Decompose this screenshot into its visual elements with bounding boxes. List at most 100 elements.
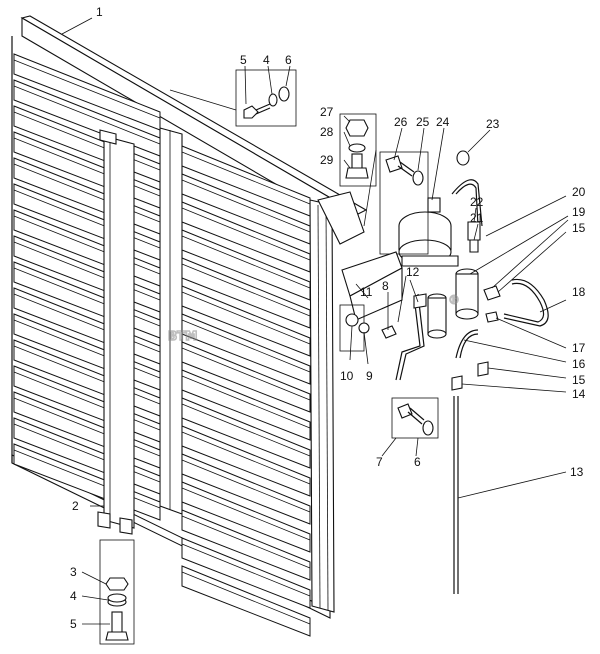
callout-6: 6: [414, 455, 421, 469]
tube-18-fittings: [451, 278, 549, 391]
callout-23: 23: [486, 117, 500, 131]
bolt-set-7-6: [391, 397, 439, 439]
vertical-bar-part-2: [97, 129, 135, 535]
louver-slat-edge: [181, 263, 311, 317]
callout-21: 21: [470, 211, 484, 225]
callout-22: 22: [470, 195, 484, 209]
louver-slat: [181, 369, 311, 441]
louver-slat-edge: [181, 543, 311, 597]
louver-slat-edge: [13, 423, 161, 483]
louver-slat-edge: [181, 235, 311, 289]
callout-7: 7: [376, 455, 383, 469]
louver-slat-edge: [181, 375, 311, 429]
callout-10: 10: [340, 369, 354, 383]
bolt-set-27-29: [339, 113, 377, 227]
watermark: BTM ®: [167, 293, 460, 344]
louver-slat-edge: [181, 347, 311, 401]
louver-slat: [181, 453, 311, 525]
louver-slat: [181, 481, 311, 553]
callout-12: 12: [406, 265, 420, 279]
louver-slat-edge: [13, 163, 161, 223]
callout-labels: 1 2 3 4 5 5 4 6 27 28 29 26 25 24 23 20 …: [70, 5, 586, 631]
louver-slat-edge: [181, 431, 311, 485]
louver-slat-edge: [13, 293, 161, 353]
callout-11: 11: [360, 285, 373, 299]
louver-slat: [181, 173, 311, 245]
louver-slat-edge: [13, 111, 161, 171]
leader-lines: [61, 17, 569, 625]
louver-slat-edge: [181, 207, 311, 261]
louver-slat-edge: [181, 459, 311, 513]
callout-15: 15: [572, 373, 586, 387]
callout-24: 24: [436, 115, 450, 129]
louver-slats-left: [13, 53, 161, 521]
bracket-assembly: [339, 251, 403, 352]
louver-slat-edge: [181, 571, 311, 625]
louver-slat: [181, 537, 311, 609]
louver-slat-edge: [181, 291, 311, 345]
louver-slat: [181, 201, 311, 273]
louver-slats-right: [181, 145, 311, 637]
louver-slat-edge: [13, 59, 161, 119]
louver-slat: [181, 229, 311, 301]
louver-slat-edge: [13, 189, 161, 249]
louver-slat: [181, 509, 311, 581]
louver-slat-edge: [181, 487, 311, 541]
louver-slat: [181, 285, 311, 357]
louver-slat-edge: [13, 241, 161, 301]
louver-slat-edge: [13, 449, 161, 509]
callout-16: 16: [572, 357, 586, 371]
louver-slat: [13, 79, 161, 157]
callout-5: 5: [70, 617, 77, 631]
callout-20: 20: [572, 185, 586, 199]
louver-slat: [181, 257, 311, 329]
callout-14: 14: [572, 387, 586, 401]
louver-slat-edge: [13, 319, 161, 379]
callout-28: 28: [320, 125, 334, 139]
callout-6: 6: [285, 53, 292, 67]
louver-slat-edge: [13, 397, 161, 457]
callout-4: 4: [70, 589, 77, 603]
callout-17: 17: [572, 341, 586, 355]
receiver-canister: [427, 221, 481, 339]
callout-25: 25: [416, 115, 430, 129]
louver-slat: [181, 565, 311, 637]
callout-3: 3: [70, 565, 77, 579]
callout-4: 4: [263, 53, 270, 67]
louver-slat-edge: [181, 151, 311, 205]
pipe-13: [395, 293, 459, 594]
callout-18: 18: [572, 285, 586, 299]
callout-26: 26: [394, 115, 408, 129]
callout-8: 8: [382, 279, 389, 293]
louver-slat: [181, 313, 311, 385]
watermark-text: BTM: [168, 329, 197, 343]
louver-slat-edge: [181, 319, 311, 373]
louver-slat: [181, 145, 311, 217]
louver-slat: [181, 397, 311, 469]
callout-9: 9: [366, 369, 373, 383]
louver-slat-edge: [13, 267, 161, 327]
callout-1: 1: [96, 5, 103, 19]
louver-slat-edge: [181, 179, 311, 233]
callout-27: 27: [320, 105, 334, 119]
callout-5: 5: [240, 53, 247, 67]
regulator-assembly: [379, 150, 483, 267]
louver-slat: [181, 425, 311, 497]
callout-13: 13: [570, 465, 584, 479]
louver-slat-edge: [13, 215, 161, 275]
callout-29: 29: [320, 153, 334, 167]
louver-slat-edge: [13, 137, 161, 197]
louver-slat: [181, 341, 311, 413]
watermark-mark: ®: [448, 293, 460, 307]
louver-slat: [13, 53, 161, 131]
louver-slat-edge: [181, 403, 311, 457]
louver-slat-edge: [13, 371, 161, 431]
callout-15: 15: [572, 221, 586, 235]
callout-2: 2: [72, 499, 79, 513]
bolt-set-bottom: [99, 539, 135, 645]
callout-19: 19: [572, 205, 586, 219]
louver-slat-edge: [181, 515, 311, 569]
bolt-set-top: [169, 69, 297, 127]
louver-slat-edge: [13, 345, 161, 405]
